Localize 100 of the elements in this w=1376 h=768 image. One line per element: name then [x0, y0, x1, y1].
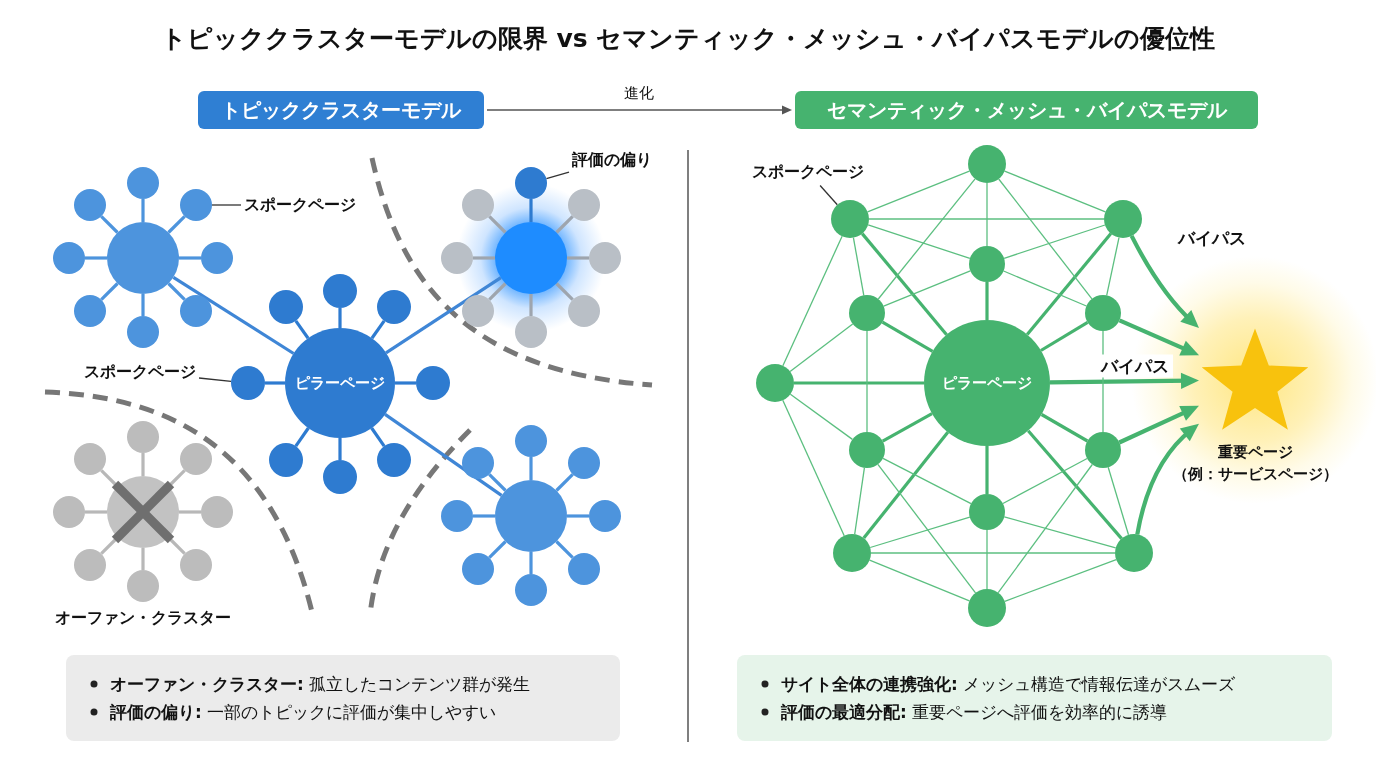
note-panel	[737, 655, 1332, 741]
page-circle	[1085, 432, 1121, 468]
page-circle	[831, 200, 869, 238]
link-line	[986, 529, 988, 590]
spoke-circle	[323, 460, 357, 494]
spoke-circle	[201, 496, 233, 528]
spoke-circle	[568, 447, 600, 479]
link-line	[860, 232, 948, 336]
link-line	[1002, 270, 1088, 307]
link-line	[1002, 457, 1088, 505]
link-line	[294, 319, 310, 340]
link-line	[555, 473, 574, 492]
link-line	[852, 237, 865, 296]
link-line	[862, 431, 950, 540]
spoke-circle	[180, 189, 212, 221]
link-line	[172, 275, 295, 355]
link-line	[567, 514, 589, 518]
spoke-circle	[180, 443, 212, 475]
link-line	[141, 453, 145, 476]
leader-line	[211, 204, 242, 206]
link-line	[265, 381, 285, 385]
link-line	[1106, 236, 1120, 297]
spoke-circle	[589, 242, 621, 274]
link-line	[877, 178, 976, 300]
link-line	[488, 282, 507, 301]
section-header: セマンティック・メッシュ・バイパスモデル	[795, 91, 1258, 129]
node-caption: 重要ページ	[1217, 442, 1293, 462]
callout-label: 評価の偏り	[572, 149, 652, 171]
spoke-circle	[515, 316, 547, 348]
arrow	[1129, 234, 1199, 329]
link-line	[868, 559, 971, 602]
link-line	[867, 224, 971, 260]
link-line	[866, 330, 868, 433]
link-line	[881, 320, 934, 353]
link-line	[338, 438, 342, 460]
spoke-circle	[462, 553, 494, 585]
link-line	[529, 457, 533, 480]
pillar-circle: ピラーページ	[924, 320, 1050, 446]
link-line	[488, 473, 507, 492]
link-line	[167, 282, 186, 301]
link-line	[370, 319, 386, 340]
spoke-circle	[377, 443, 411, 477]
link-line	[789, 323, 854, 373]
spoke-circle	[589, 500, 621, 532]
link-line	[167, 215, 186, 234]
spoke-circle	[53, 496, 85, 528]
link-line	[529, 552, 533, 574]
spoke-circle	[462, 447, 494, 479]
page-circle	[849, 432, 885, 468]
link-line	[866, 170, 971, 213]
section-header: トピッククラスターモデル	[198, 91, 484, 129]
link-line	[985, 446, 989, 494]
link-line	[1040, 320, 1089, 352]
link-line	[1040, 413, 1089, 443]
link-line	[529, 294, 533, 316]
page-circle	[969, 246, 1005, 282]
page-circle	[1104, 200, 1142, 238]
link-line	[1107, 466, 1130, 536]
hub-circle	[495, 480, 567, 552]
spoke-circle	[377, 290, 411, 324]
link-line	[854, 467, 866, 535]
spoke-circle	[180, 549, 212, 581]
spoke-circle	[441, 500, 473, 532]
spoke-circle	[231, 366, 265, 400]
link-line	[1025, 232, 1113, 336]
page-circle	[849, 295, 885, 331]
page-circle	[968, 589, 1006, 627]
link-line	[141, 199, 145, 222]
link-line	[488, 540, 507, 559]
link-line	[868, 218, 1105, 220]
link-line	[179, 256, 201, 260]
leader-line	[198, 377, 232, 382]
link-line	[395, 381, 416, 385]
link-line	[100, 536, 119, 555]
link-line	[141, 548, 145, 570]
cluster-label: オーファン・クラスター	[55, 607, 231, 629]
note-text: 評価の偏り: 一部のトピックに評価が集中しやすい	[110, 701, 497, 724]
spoke-circle	[74, 549, 106, 581]
link-line	[1003, 516, 1117, 549]
spoke-circle	[515, 574, 547, 606]
note-text: 評価の最適分配: 重要ページへ評価を効率的に誘導	[781, 701, 1168, 724]
link-line	[100, 282, 119, 301]
link-line	[167, 469, 186, 488]
page-circle	[1115, 534, 1153, 572]
link-line	[997, 463, 1093, 594]
callout-label: スポークページ	[244, 194, 356, 216]
link-line	[100, 469, 119, 488]
link-line	[555, 282, 574, 301]
link-line	[167, 536, 186, 555]
spoke-circle	[323, 274, 357, 308]
spoke-circle	[201, 242, 233, 274]
leader-line	[819, 184, 838, 206]
note-panel	[66, 655, 620, 741]
link-line	[1003, 170, 1107, 213]
pillar-circle: ピラーページ	[285, 328, 395, 438]
link-line	[384, 413, 503, 497]
note-text: オーファン・クラスター: 孤立したコンテンツ群が発生	[110, 673, 531, 696]
link-line	[385, 276, 502, 355]
title: トピッククラスターモデルの限界 vs セマンティック・メッシュ・バイパスモデルの優位性	[159, 23, 1217, 55]
link-line	[529, 199, 533, 222]
